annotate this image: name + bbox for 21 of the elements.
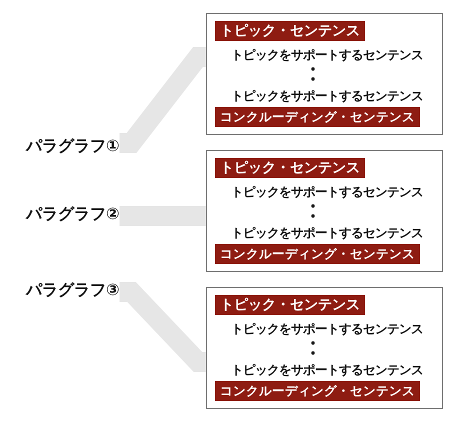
band-connector xyxy=(120,206,206,226)
paragraph-label: パラグラフ① xyxy=(26,136,120,156)
paragraph-label: パラグラフ③ xyxy=(26,280,120,300)
highlight-band: トピック・センテンス xyxy=(215,21,365,41)
highlight-band: コンクルーディング・センテンス xyxy=(215,244,420,264)
sentence-text: トピックをサポートするセンテンス xyxy=(231,321,423,337)
highlight-band: トピック・センテンス xyxy=(215,295,365,315)
paragraph-box xyxy=(206,287,443,409)
sentence-text: トピックをサポートするセンテンス xyxy=(231,47,423,63)
highlight-band: トピック・センテンス xyxy=(215,158,365,178)
band-connector xyxy=(120,282,208,372)
sentence-text: トピックをサポートするセンテンス xyxy=(231,362,423,378)
paragraph-box xyxy=(206,150,443,272)
highlight-band: コンクルーディング・センテンス xyxy=(215,107,420,127)
paragraph-label: パラグラフ② xyxy=(26,204,120,224)
sentence-text: トピックをサポートするセンテンス xyxy=(231,225,423,241)
highlight-band: コンクルーディング・センテンス xyxy=(215,381,420,401)
paragraph-box xyxy=(206,13,443,135)
band-connector xyxy=(120,47,208,153)
sentence-text: トピックをサポートするセンテンス xyxy=(231,184,423,200)
sentence-text: トピックをサポートするセンテンス xyxy=(231,88,423,104)
